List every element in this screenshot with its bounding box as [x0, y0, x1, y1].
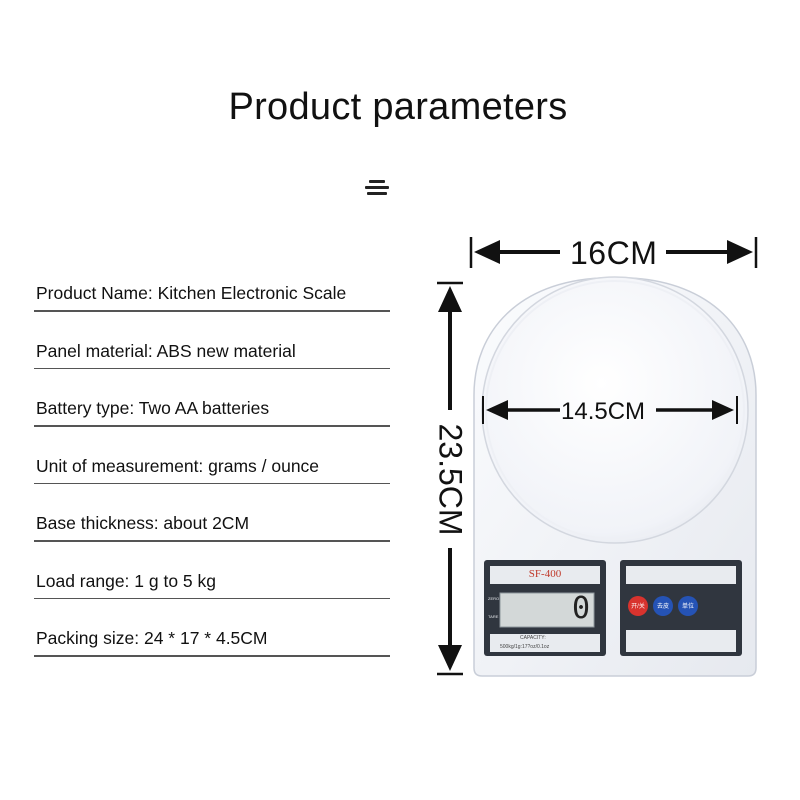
weight-reading: 0	[571, 591, 590, 626]
divider	[34, 540, 390, 542]
divider	[34, 597, 390, 599]
parameter-list: Product Name: Kitchen Electronic Scale P…	[34, 278, 392, 681]
display-panel	[484, 560, 606, 656]
model-label: SF-400	[528, 568, 562, 580]
power-button-label: 开/关	[631, 604, 645, 610]
divider	[34, 367, 390, 369]
menu-lines-icon	[364, 178, 390, 198]
parameter-item: Load range: 1 g to 5 kg	[34, 566, 392, 624]
parameter-unit: Unit of measurement: grams / ounce	[36, 455, 320, 476]
parameter-packing-size: Packing size: 24 * 17 * 4.5CM	[36, 628, 268, 648]
weighing-plate	[481, 276, 749, 544]
mode-label-tare: TARE	[488, 614, 499, 619]
capacity-label: CAPACITY:	[520, 635, 546, 641]
power-button[interactable]	[628, 596, 648, 616]
parameter-load-range: Load range: 1 g to 5 kg	[36, 570, 216, 591]
parameter-item: Battery type: Two AA batteries	[34, 393, 392, 451]
capacity-value: 500kg/1g:17?oz/0.1oz	[500, 644, 550, 650]
parameter-product-name: Product Name: Kitchen Electronic Scale	[36, 283, 347, 303]
parameter-base-thickness: Base thickness: about 2CM	[36, 513, 250, 533]
parameter-item: Base thickness: about 2CM	[34, 508, 392, 566]
plate-diameter-arrow	[482, 396, 738, 424]
unit-button[interactable]	[678, 596, 698, 616]
parameter-item: Product Name: Kitchen Electronic Scale	[34, 278, 392, 336]
divider	[34, 425, 390, 427]
parameter-item: Panel material: ABS new material	[34, 336, 392, 394]
plate-diameter-label: 14.5CM	[561, 398, 646, 425]
tare-button-label: 去皮	[656, 604, 669, 610]
tare-button[interactable]	[653, 596, 673, 616]
width-dimension-arrow	[469, 237, 758, 268]
divider	[34, 482, 390, 484]
page-title: Product parameters	[228, 86, 568, 128]
height-label: 23.5CM	[432, 423, 469, 536]
height-dimension-arrow	[437, 281, 463, 676]
parameter-panel-material: Panel material: ABS new material	[36, 340, 296, 361]
width-label: 16CM	[570, 235, 658, 271]
unit-button-label: 单位	[681, 604, 694, 610]
parameter-battery-type: Battery type: Two AA batteries	[36, 398, 270, 418]
parameter-item: Packing size: 24 * 17 * 4.5CM	[34, 623, 392, 681]
divider	[34, 655, 390, 657]
divider	[34, 310, 390, 312]
parameter-item: Unit of measurement: grams / ounce	[34, 451, 392, 509]
mode-label-zero: ZERO	[488, 596, 500, 601]
